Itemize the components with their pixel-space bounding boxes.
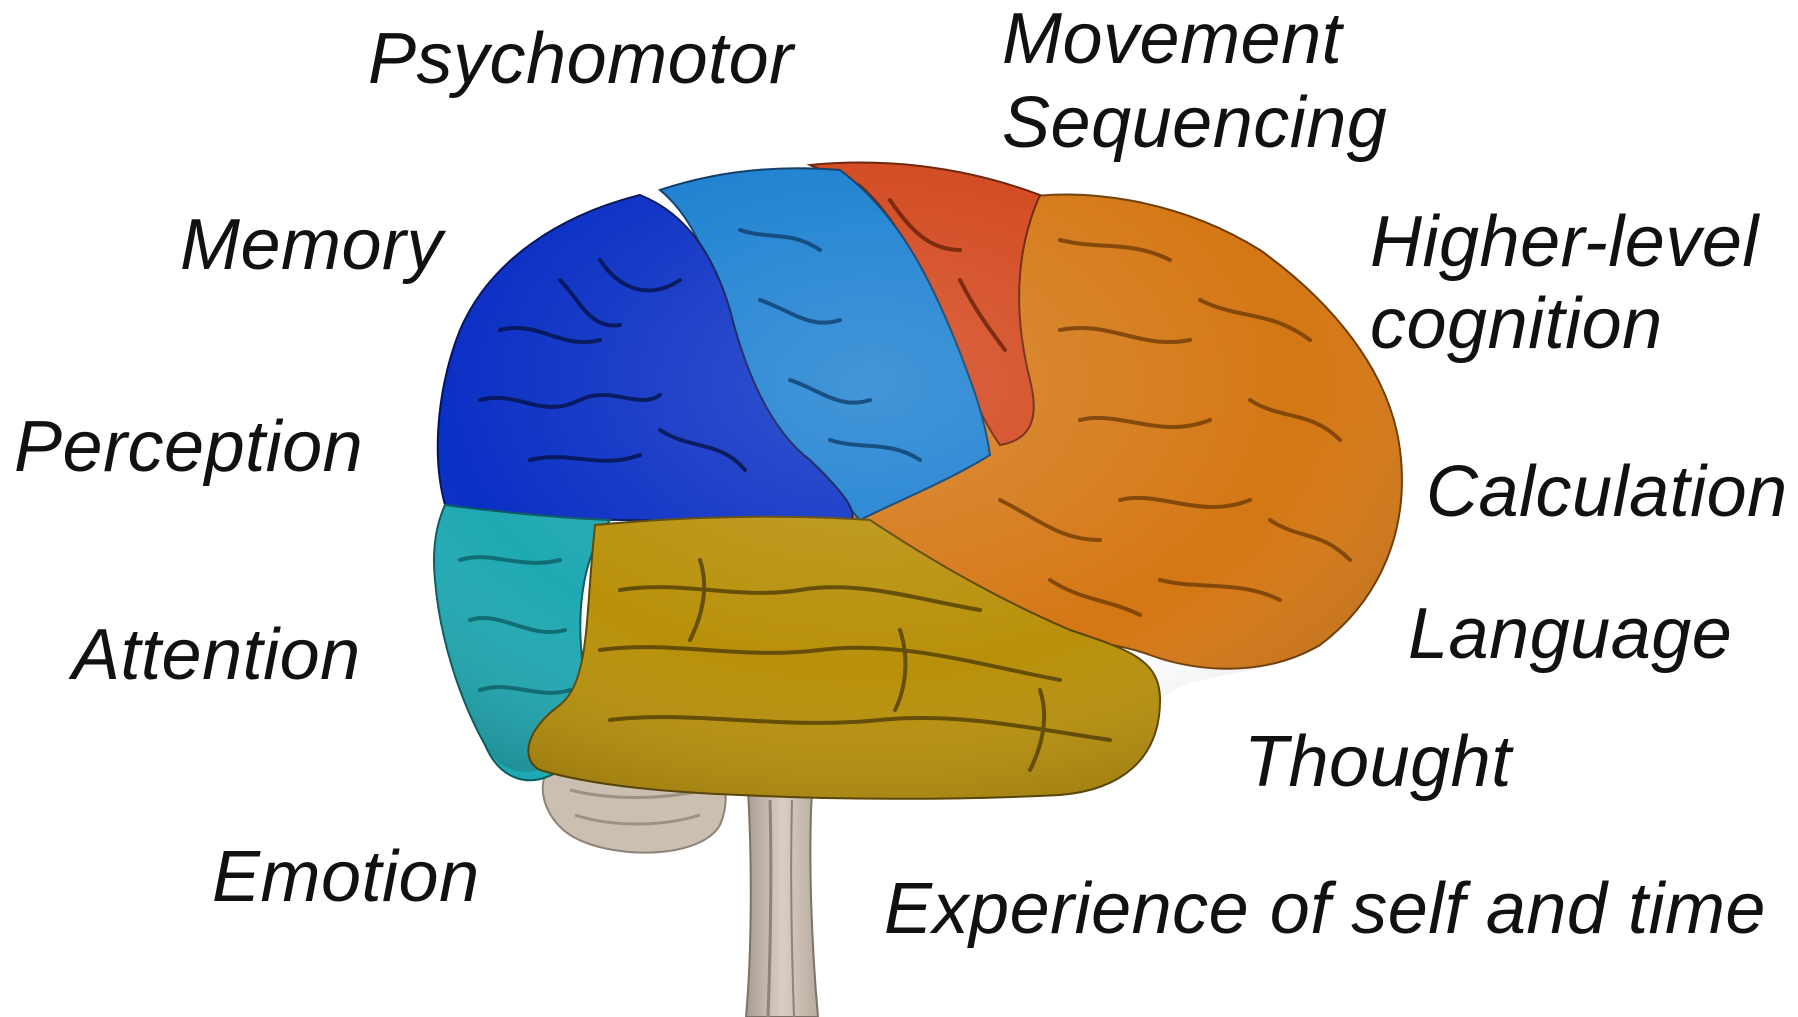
label-perception: Perception — [14, 410, 363, 486]
label-psychomotor: Psychomotor — [368, 22, 794, 98]
label-memory: Memory — [180, 208, 443, 284]
label-higher-level-cognition: Higher-level cognition — [1370, 205, 1759, 362]
label-emotion: Emotion — [212, 840, 480, 916]
label-movement-sequencing: Movement Sequencing — [1002, 2, 1387, 161]
label-language: Language — [1408, 597, 1732, 673]
brain-stem — [746, 790, 818, 1017]
label-thought: Thought — [1244, 725, 1512, 801]
label-experience-of-self-and-time: Experience of self and time — [884, 872, 1766, 948]
label-attention: Attention — [72, 618, 361, 694]
label-calculation: Calculation — [1426, 455, 1788, 531]
